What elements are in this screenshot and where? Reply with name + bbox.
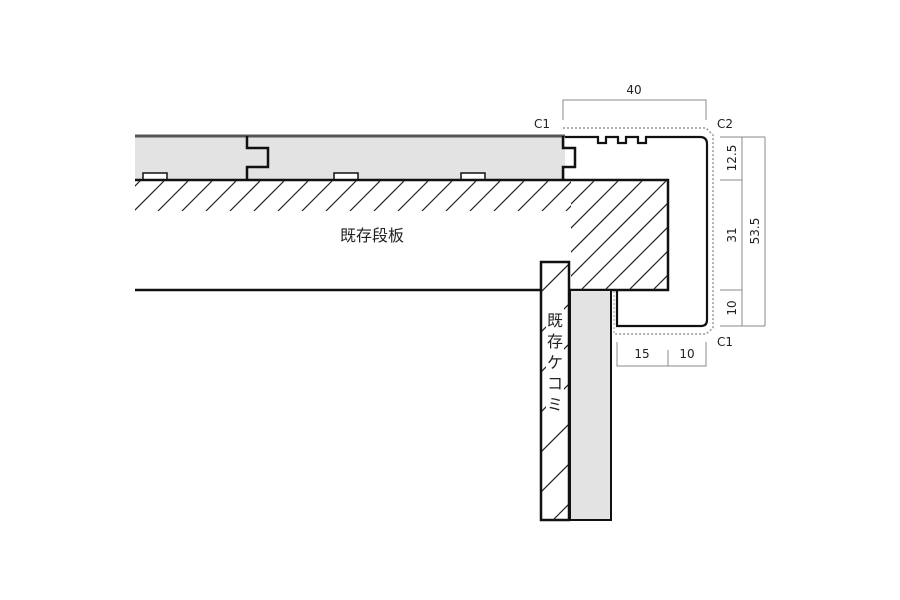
- hatch-line: [373, 181, 405, 211]
- hatch-line: [277, 181, 309, 211]
- hatch-line: [517, 181, 549, 211]
- hatch-line: [493, 181, 525, 211]
- hatch-line: [593, 263, 850, 520]
- floor-boards: [135, 134, 577, 181]
- hatch-line: [571, 181, 595, 289]
- hatch-line: [135, 181, 165, 211]
- hatch-line: [581, 181, 667, 289]
- hatch-line: [571, 181, 619, 289]
- hatch-line: [325, 181, 357, 211]
- dim-height-top: 12.5: [725, 145, 739, 172]
- existing-tread: 既存段板: [135, 178, 670, 292]
- hatch-line: [273, 263, 530, 520]
- svg-text:ケ: ケ: [547, 353, 563, 372]
- dim-width-top: 40: [626, 83, 641, 97]
- hatch-line: [301, 181, 333, 211]
- riser-backing: [569, 289, 612, 521]
- hatch-line: [421, 181, 453, 211]
- nosing-profile: [563, 127, 714, 335]
- hatch-line: [571, 181, 667, 289]
- dim-height-mid: 31: [725, 227, 739, 242]
- label-c1-bottom: C1: [717, 335, 733, 349]
- dim-bottom-right: 10: [679, 347, 694, 361]
- dotted-outline: [563, 127, 714, 335]
- hatch-line: [349, 181, 381, 211]
- dim-height-total: 53.5: [748, 218, 762, 245]
- svg-text:コ: コ: [547, 374, 563, 393]
- label-c1-top: C1: [534, 117, 550, 131]
- hatch-line: [542, 304, 568, 332]
- hatch-line: [229, 181, 261, 211]
- svg-text:存: 存: [547, 332, 563, 351]
- label-c2: C2: [717, 117, 733, 131]
- hatch-line: [565, 205, 571, 211]
- svg-text:既: 既: [547, 311, 563, 330]
- hatch-line: [542, 264, 568, 292]
- hatch-line: [205, 181, 237, 211]
- riser-label: 既 存 ケ コ ミ: [547, 311, 563, 414]
- hatch-line: [629, 181, 667, 289]
- hatch-line: [542, 464, 568, 492]
- hatch-line: [135, 181, 141, 187]
- svg-text:ミ: ミ: [547, 395, 563, 414]
- hatch-line: [605, 181, 667, 289]
- dimensions: [562, 99, 766, 367]
- hatch-line: [157, 181, 189, 211]
- hatch-line: [541, 181, 571, 211]
- dim-height-bottom: 10: [725, 300, 739, 315]
- tread-label: 既存段板: [340, 226, 404, 245]
- hatch-line: [181, 181, 213, 211]
- existing-riser: 既 存 ケ コ ミ: [273, 260, 850, 522]
- hatch-line: [253, 181, 285, 211]
- hatch-line: [469, 181, 501, 211]
- hatch-line: [571, 181, 643, 289]
- hatch-line: [445, 181, 477, 211]
- hatch-line: [397, 181, 429, 211]
- dim-bottom-left: 15: [634, 347, 649, 361]
